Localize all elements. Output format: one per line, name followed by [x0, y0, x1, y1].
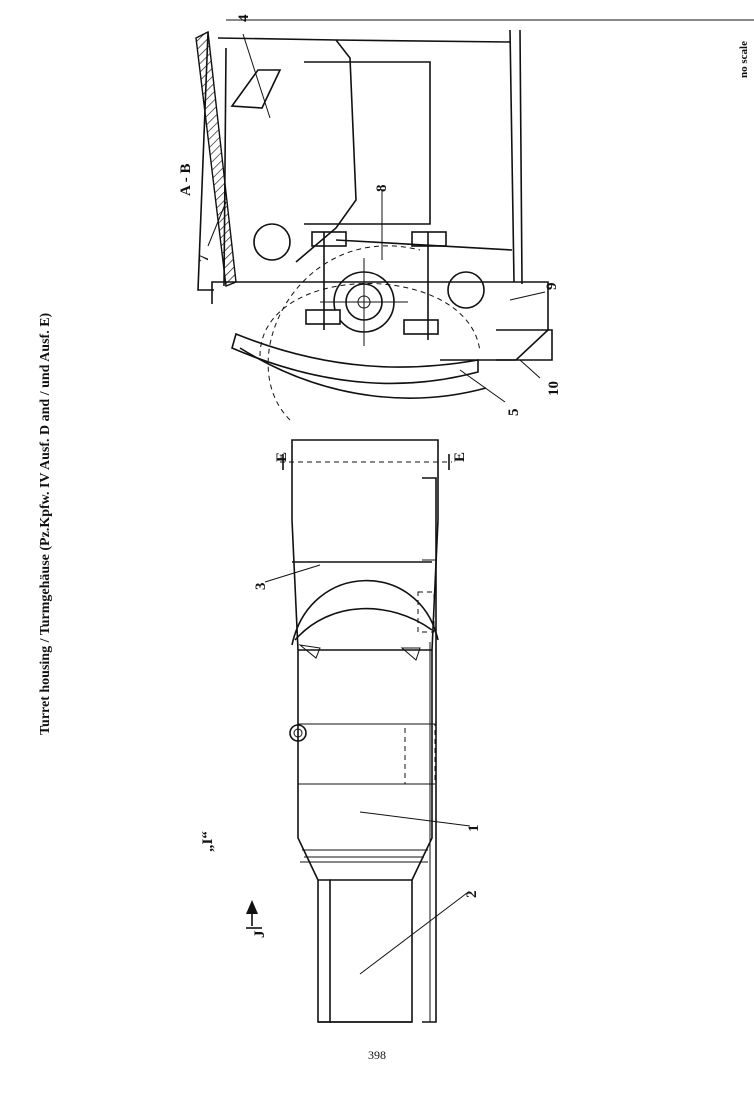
- callout-4: 4: [236, 14, 252, 22]
- barrel-muzzle: [317, 879, 413, 1023]
- section-label-e-right: E: [452, 452, 468, 462]
- callout-8: 8: [374, 185, 390, 193]
- callout-10: 10: [546, 381, 562, 396]
- section-line-e: [280, 454, 452, 470]
- mantlet-housing: [291, 439, 439, 661]
- bottom-rail: [417, 477, 437, 1023]
- callout-7: 7: [196, 254, 212, 262]
- view-arrow-j: [246, 900, 262, 929]
- view-label-i: „I“: [200, 831, 216, 852]
- gun-cradle: [211, 223, 549, 421]
- callout-2: 2: [464, 891, 480, 899]
- curved-shield: [231, 332, 487, 399]
- page-number: 398: [368, 1048, 386, 1062]
- view-label-j: J: [252, 930, 268, 938]
- callout-9: 9: [544, 283, 560, 291]
- leader-lines: [207, 33, 546, 975]
- callout-3: 3: [253, 583, 269, 591]
- hull-structure: [195, 19, 754, 361]
- callout-1: 1: [466, 825, 482, 833]
- section-label-e-left: E: [274, 452, 290, 462]
- barrel-main: [289, 649, 436, 881]
- view-label-ab: A - B: [178, 163, 194, 196]
- callout-5: 5: [506, 409, 522, 417]
